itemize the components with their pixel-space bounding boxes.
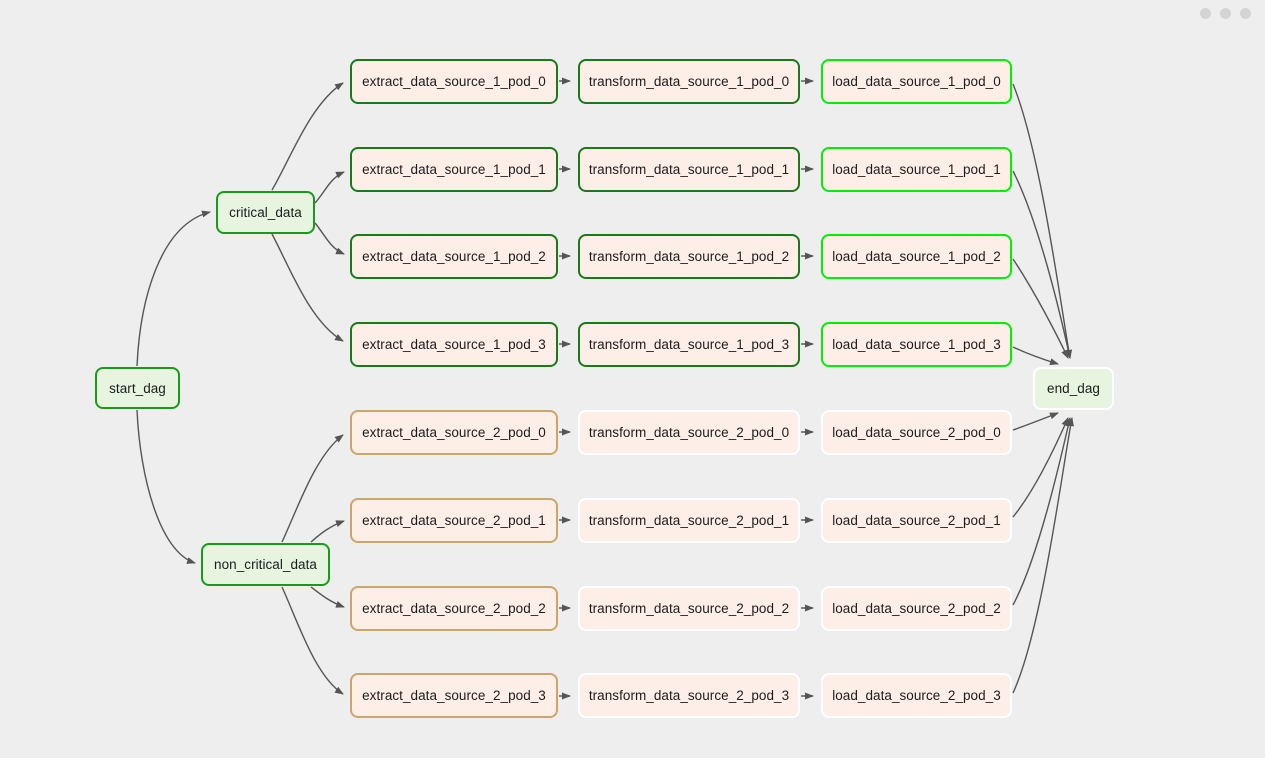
dag-node-load_data_source_2_pod_3[interactable]: load_data_source_2_pod_3 — [821, 673, 1012, 718]
dag-node-label: critical_data — [229, 205, 302, 220]
dag-edge-critical_data-to-extract_data_source_1_pod_0 — [271, 82, 344, 191]
dag-node-label: extract_data_source_1_pod_1 — [362, 162, 546, 177]
dag-node-label: load_data_source_2_pod_1 — [832, 513, 1001, 528]
dag-node-label: load_data_source_1_pod_1 — [832, 162, 1001, 177]
dag-node-label: transform_data_source_1_pod_0 — [588, 74, 790, 89]
dag-node-label: load_data_source_2_pod_3 — [832, 688, 1001, 703]
dag-node-label: extract_data_source_1_pod_3 — [362, 337, 546, 352]
dag-node-critical_data[interactable]: critical_data — [216, 191, 315, 234]
dag-edge-start_dag-to-critical_data — [136, 210, 211, 367]
dag-edge-non_critical_data-to-extract_data_source_2_pod_3 — [281, 586, 344, 695]
dag-node-transform_data_source_2_pod_0[interactable]: transform_data_source_2_pod_0 — [578, 410, 800, 455]
dag-node-extract_data_source_1_pod_0[interactable]: extract_data_source_1_pod_0 — [350, 59, 558, 104]
dag-node-extract_data_source_2_pod_2[interactable]: extract_data_source_2_pod_2 — [350, 586, 558, 631]
dag-node-transform_data_source_1_pod_0[interactable]: transform_data_source_1_pod_0 — [578, 59, 800, 104]
dag-node-load_data_source_1_pod_3[interactable]: load_data_source_1_pod_3 — [821, 322, 1012, 367]
dag-node-start_dag[interactable]: start_dag — [95, 367, 180, 409]
dag-node-end_dag[interactable]: end_dag — [1033, 367, 1114, 410]
dag-edge-non_critical_data-to-extract_data_source_2_pod_1 — [310, 520, 345, 543]
dag-node-transform_data_source_1_pod_1[interactable]: transform_data_source_1_pod_1 — [578, 147, 800, 192]
dag-edge-load_data_source_1_pod_1-to-end_dag — [1012, 170, 1072, 359]
window-controls[interactable] — [1200, 3, 1251, 23]
dag-node-label: load_data_source_1_pod_0 — [832, 74, 1001, 89]
dag-node-label: start_dag — [109, 380, 166, 396]
window-dot-minimize-icon[interactable] — [1200, 7, 1211, 19]
dag-node-load_data_source_1_pod_2[interactable]: load_data_source_1_pod_2 — [821, 234, 1012, 279]
dag-edge-non_critical_data-to-extract_data_source_2_pod_2 — [310, 586, 345, 608]
dag-node-transform_data_source_1_pod_3[interactable]: transform_data_source_1_pod_3 — [578, 322, 800, 367]
dag-node-transform_data_source_2_pod_2[interactable]: transform_data_source_2_pod_2 — [578, 586, 800, 631]
dag-edge-load_data_source_1_pod_0-to-end_dag — [1012, 83, 1073, 359]
dag-edge-load_data_source_2_pod_3-to-end_dag — [1012, 417, 1074, 694]
dag-edge-load_data_source_2_pod_2-to-end_dag — [1012, 417, 1072, 606]
dag-node-extract_data_source_2_pod_1[interactable]: extract_data_source_2_pod_1 — [350, 498, 558, 543]
dag-node-label: transform_data_source_2_pod_0 — [588, 425, 790, 440]
dag-node-label: transform_data_source_1_pod_3 — [588, 337, 790, 352]
dag-edge-load_data_source_1_pod_3-to-end_dag — [1012, 346, 1059, 365]
dag-node-label: extract_data_source_2_pod_3 — [362, 688, 546, 703]
window-dot-maximize-icon[interactable] — [1220, 7, 1231, 19]
dag-node-extract_data_source_1_pod_2[interactable]: extract_data_source_1_pod_2 — [350, 234, 558, 279]
dag-node-label: load_data_source_2_pod_0 — [832, 425, 1001, 440]
dag-node-transform_data_source_1_pod_2[interactable]: transform_data_source_1_pod_2 — [578, 234, 800, 279]
dag-edge-load_data_source_1_pod_2-to-end_dag — [1012, 258, 1069, 359]
dag-node-label: transform_data_source_1_pod_1 — [588, 162, 790, 177]
dag-node-load_data_source_2_pod_2[interactable]: load_data_source_2_pod_2 — [821, 586, 1012, 631]
dag-node-label: extract_data_source_2_pod_1 — [362, 513, 546, 528]
dag-node-extract_data_source_1_pod_3[interactable]: extract_data_source_1_pod_3 — [350, 322, 558, 367]
dag-node-extract_data_source_2_pod_0[interactable]: extract_data_source_2_pod_0 — [350, 410, 558, 455]
dag-node-label: transform_data_source_1_pod_2 — [588, 249, 790, 264]
dag-node-label: transform_data_source_2_pod_3 — [588, 688, 790, 703]
dag-node-load_data_source_2_pod_1[interactable]: load_data_source_2_pod_1 — [821, 498, 1012, 543]
dag-edge-critical_data-to-extract_data_source_1_pod_3 — [271, 233, 344, 342]
dag-node-load_data_source_2_pod_0[interactable]: load_data_source_2_pod_0 — [821, 410, 1012, 455]
dag-node-non_critical_data[interactable]: non_critical_data — [201, 543, 330, 586]
dag-node-label: extract_data_source_1_pod_2 — [362, 249, 546, 264]
dag-edge-non_critical_data-to-extract_data_source_2_pod_0 — [281, 434, 344, 543]
dag-node-label: load_data_source_2_pod_2 — [832, 601, 1001, 616]
dag-node-label: load_data_source_1_pod_2 — [832, 249, 1001, 264]
dag-node-label: extract_data_source_2_pod_2 — [362, 601, 546, 616]
dag-edge-start_dag-to-non_critical_data — [136, 409, 196, 564]
dag-node-transform_data_source_2_pod_3[interactable]: transform_data_source_2_pod_3 — [578, 673, 800, 718]
dag-edge-critical_data-to-extract_data_source_1_pod_2 — [314, 222, 345, 255]
dag-node-label: end_dag — [1047, 381, 1100, 396]
dag-node-label: non_critical_data — [214, 557, 317, 572]
dag-node-load_data_source_1_pod_0[interactable]: load_data_source_1_pod_0 — [821, 59, 1012, 104]
dag-node-label: load_data_source_1_pod_3 — [832, 337, 1001, 352]
dag-node-extract_data_source_2_pod_3[interactable]: extract_data_source_2_pod_3 — [350, 673, 558, 718]
dag-edge-load_data_source_2_pod_1-to-end_dag — [1012, 417, 1069, 518]
dag-node-load_data_source_1_pod_1[interactable]: load_data_source_1_pod_1 — [821, 147, 1012, 192]
dag-node-label: transform_data_source_2_pod_2 — [588, 601, 790, 616]
dag-node-extract_data_source_1_pod_1[interactable]: extract_data_source_1_pod_1 — [350, 147, 558, 192]
dag-edge-critical_data-to-extract_data_source_1_pod_1 — [314, 171, 345, 204]
dag-node-label: transform_data_source_2_pod_1 — [588, 513, 790, 528]
window-dot-close-icon[interactable] — [1240, 7, 1251, 19]
dag-edge-load_data_source_2_pod_0-to-end_dag — [1012, 412, 1059, 431]
dag-node-transform_data_source_2_pod_1[interactable]: transform_data_source_2_pod_1 — [578, 498, 800, 543]
dag-node-label: extract_data_source_2_pod_0 — [362, 425, 546, 440]
dag-node-label: extract_data_source_1_pod_0 — [362, 74, 546, 89]
